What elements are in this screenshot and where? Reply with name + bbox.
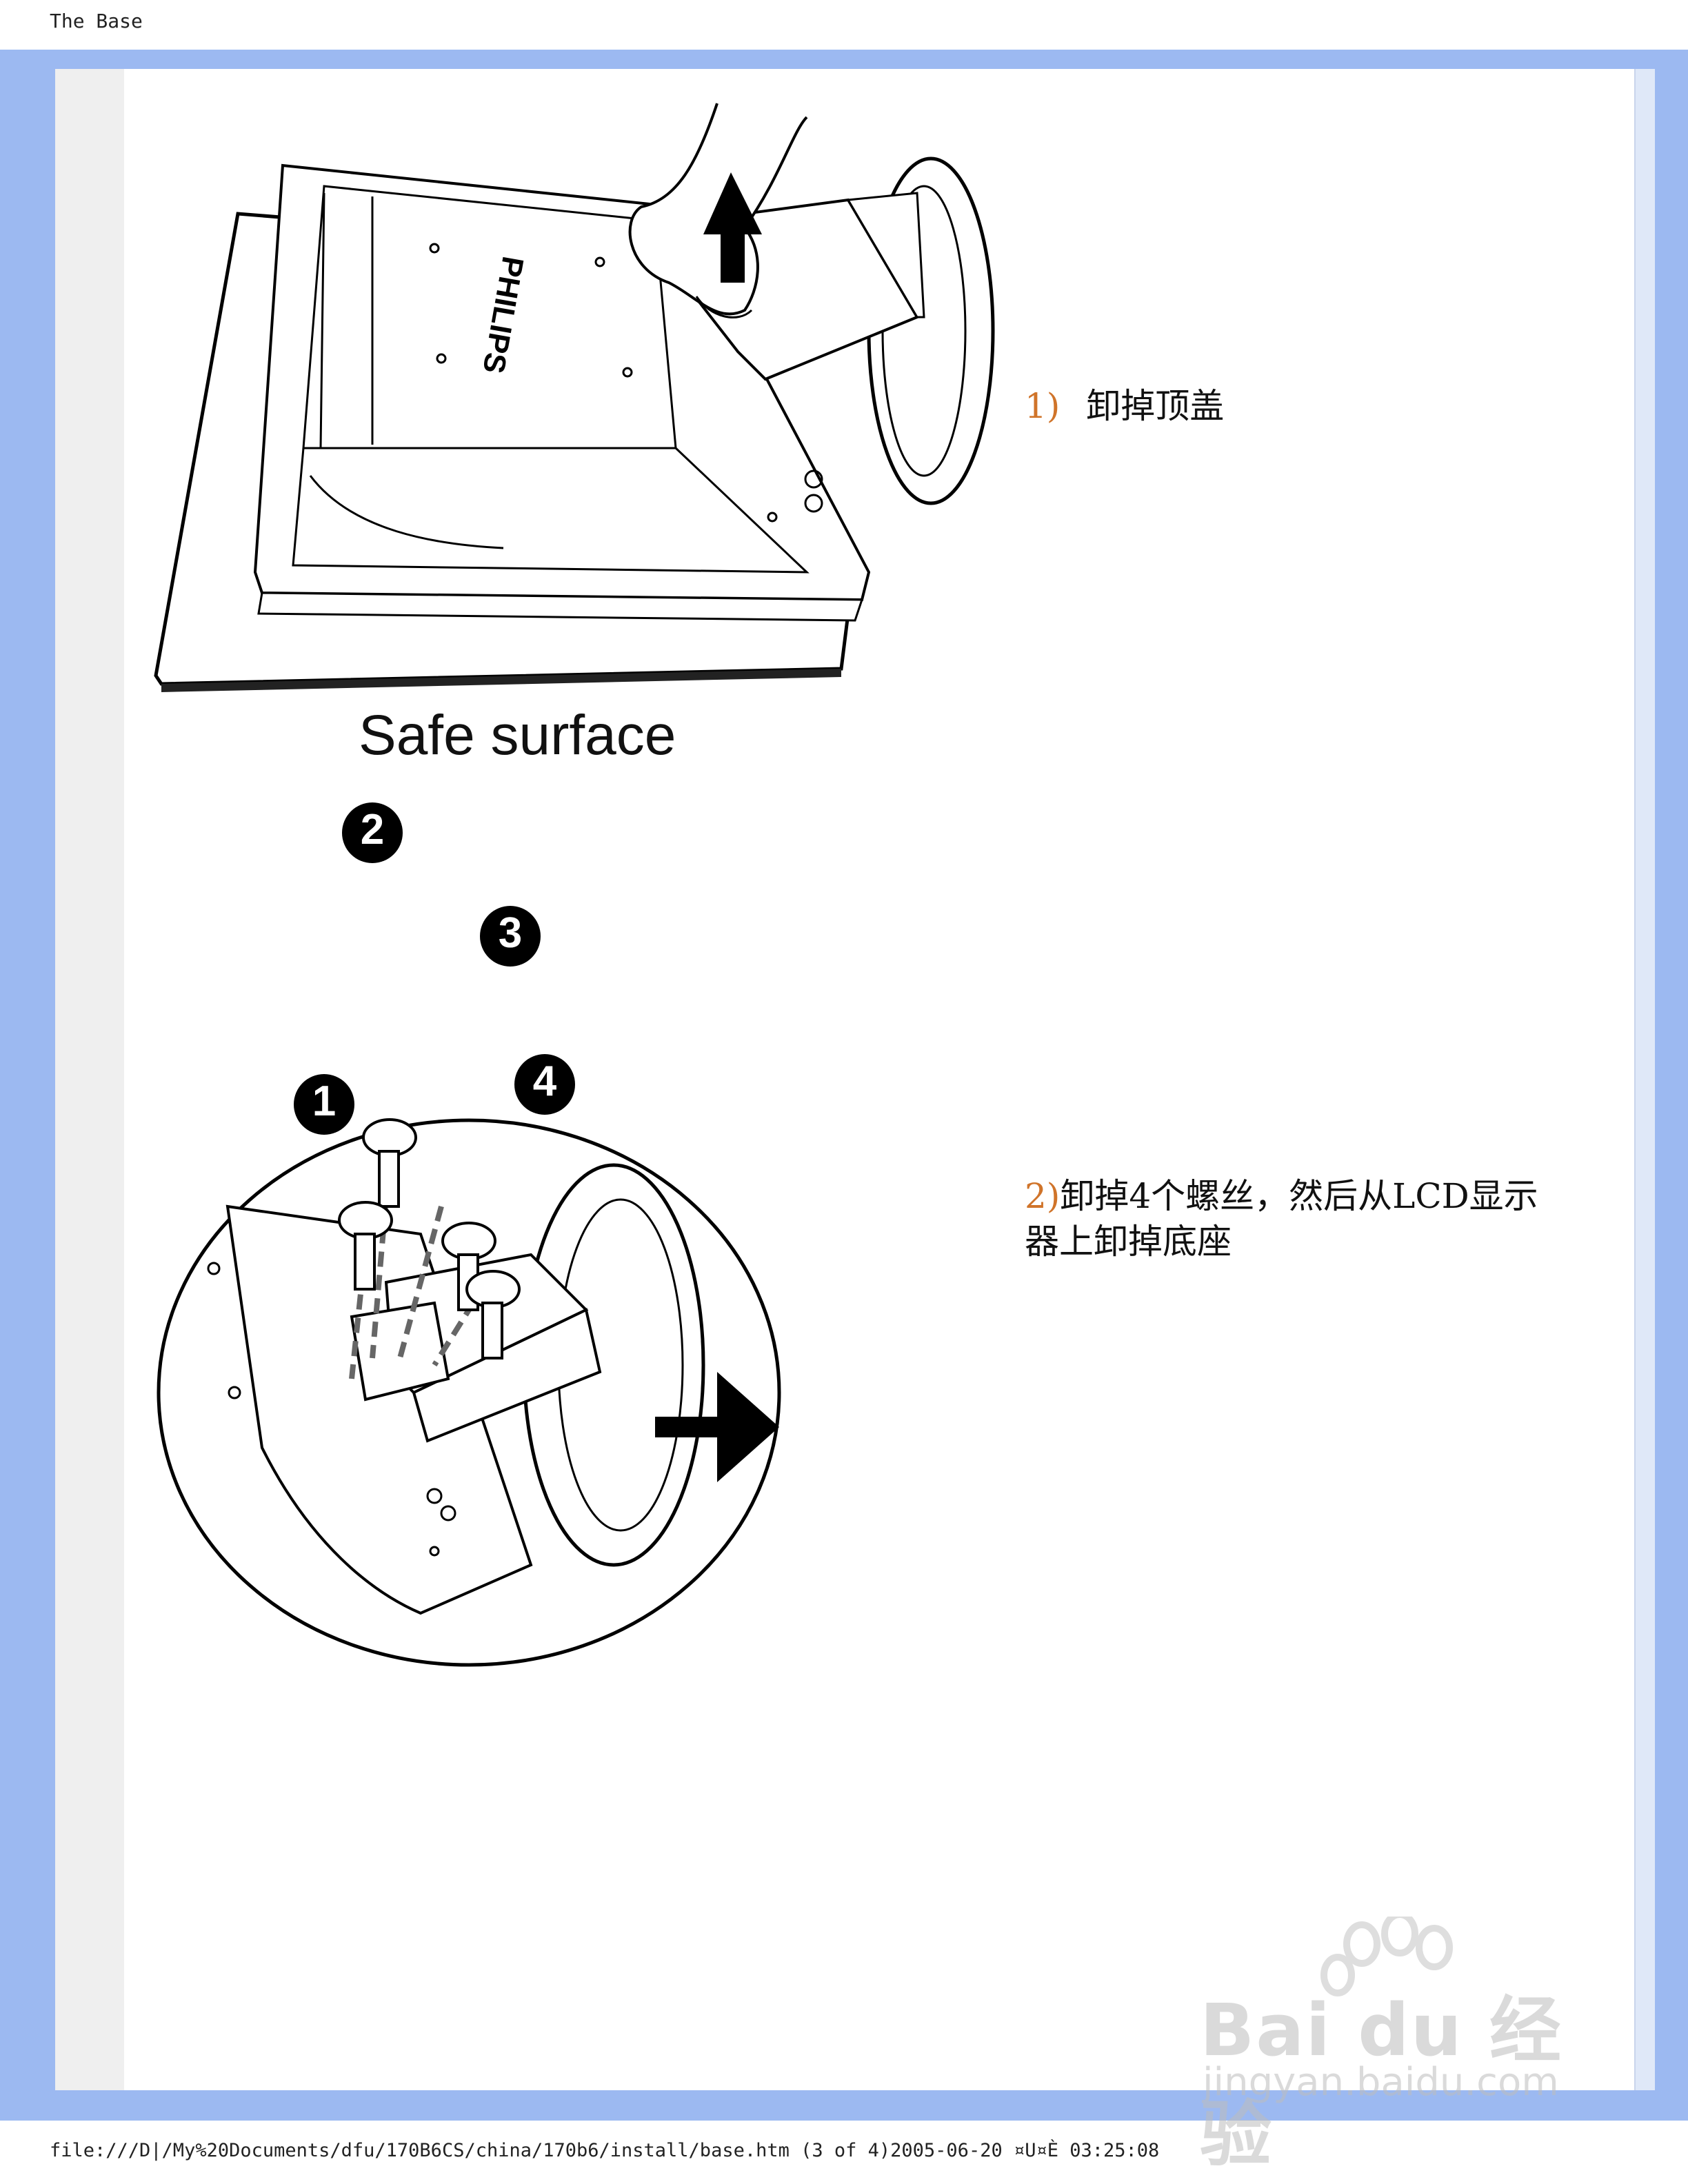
screw-badge-1: 1: [312, 1078, 336, 1125]
monitor-back-illustration: PHILIPS: [154, 103, 995, 692]
screw-badge-2: 2: [360, 806, 385, 853]
safe-surface-caption: Safe surface: [359, 704, 676, 767]
watermark: Bai du 经验 jingyan.baidu.com: [1193, 1917, 1607, 2176]
watermark-logo: Bai du 经验: [1200, 1988, 1563, 2176]
step-2-line-1: 2)卸掉4个螺丝，然后从LCD显示: [1025, 1173, 1538, 1219]
stand-screws-illustration: [157, 802, 781, 1667]
screw-badge-3: 3: [498, 909, 523, 957]
step-2-text-line-1: 卸掉4个螺丝，然后从LCD显示: [1060, 1176, 1538, 1216]
vertical-scrollbar[interactable]: [1634, 69, 1655, 2090]
step-2-number: 2): [1025, 1176, 1061, 1216]
watermark-url: jingyan.baidu.com: [1203, 2060, 1559, 2105]
print-header-title: The Base: [50, 10, 143, 32]
figure-remove-screws: 2 3 1 4: [145, 786, 807, 1675]
figure-remove-cover: PHILIPS Safe surface: [145, 90, 1014, 779]
step-1-number: 1): [1025, 386, 1061, 426]
print-footer-path: file:///D|/My%20Documents/dfu/170B6CS/ch…: [50, 2140, 1160, 2161]
step-2-text-line-2: 器上卸掉底座: [1025, 1222, 1232, 1262]
step-1: 1) 卸掉顶盖: [1025, 383, 1224, 429]
step-2: 2)卸掉4个螺丝，然后从LCD显示 器上卸掉底座: [1025, 1173, 1538, 1264]
screw-badge-4: 4: [532, 1058, 557, 1105]
page-left-margin: [55, 69, 124, 2090]
step-1-text: 卸掉顶盖: [1086, 386, 1225, 426]
paw-icon: [1320, 1917, 1453, 1996]
